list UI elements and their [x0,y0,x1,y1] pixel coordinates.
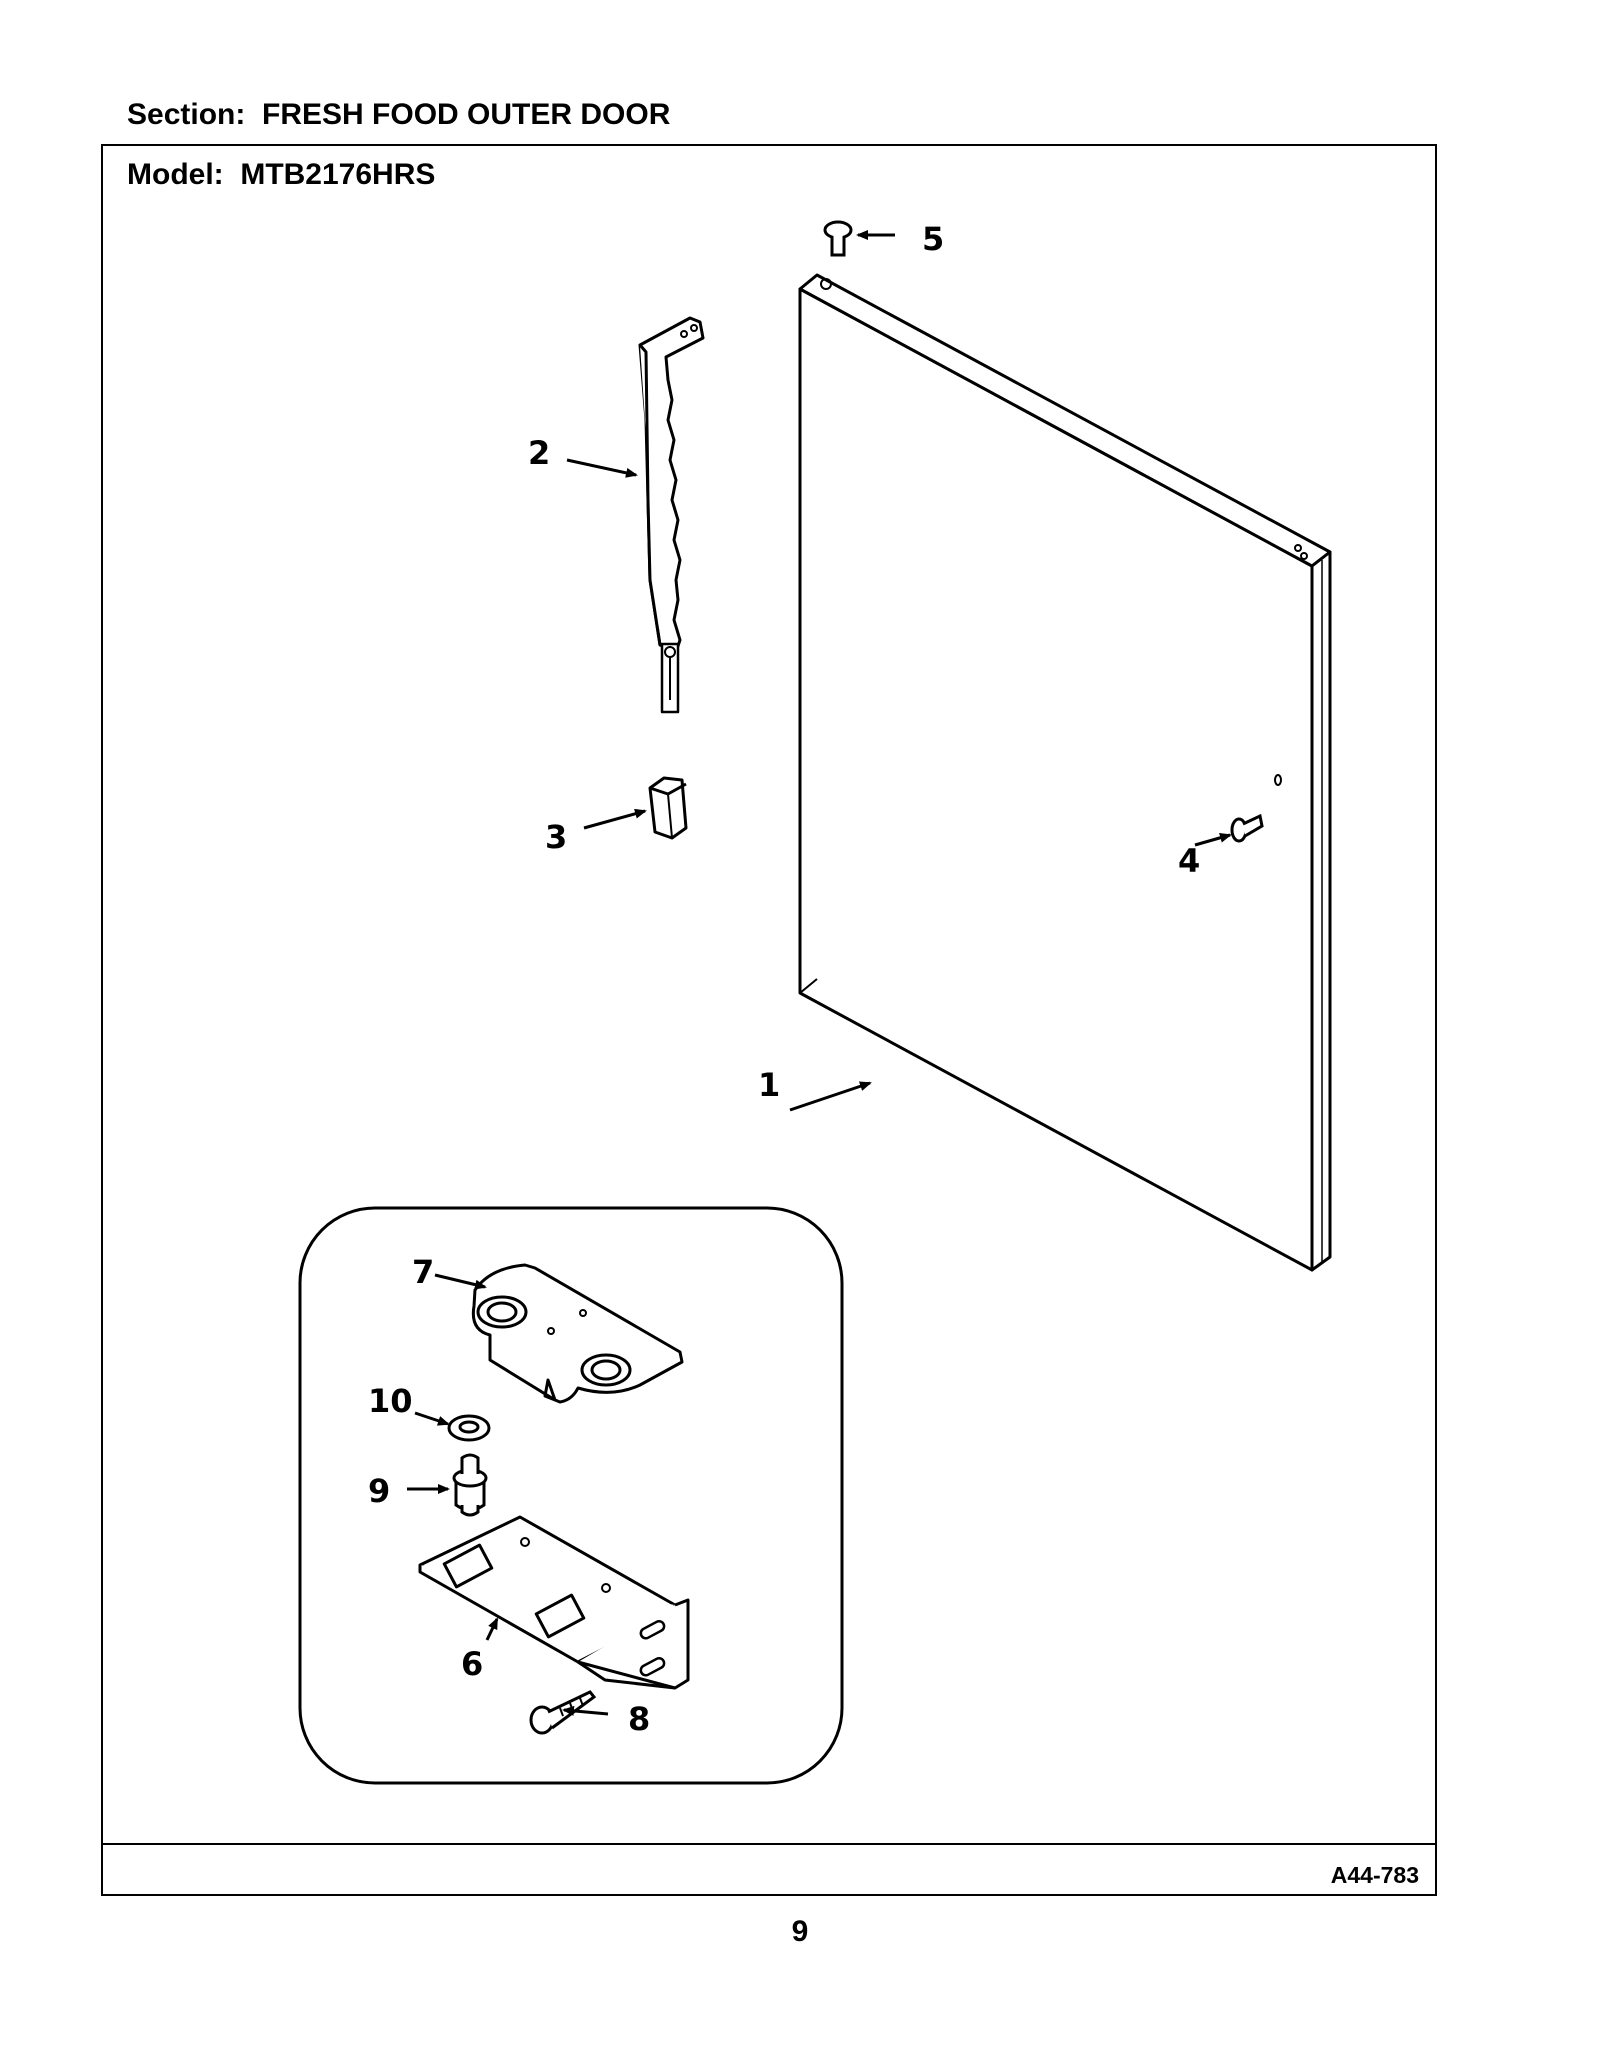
callout-7: 7 [412,1253,434,1291]
model-title: Model: MTB2176HRS [127,158,435,192]
hinge-pin-top [823,220,853,257]
callout-1: 1 [758,1066,780,1104]
hinge-top-plate [471,1263,684,1404]
model-number: MTB2176HRS [240,158,436,191]
section-title: Section: FRESH FOOD OUTER DOOR [127,98,670,132]
page-number: 9 [791,1915,809,1948]
model-label: Model: [127,158,224,191]
hinge-detail-inset [298,1206,844,1785]
door-handle [638,316,705,714]
callout-5: 5 [922,220,944,258]
section-name: FRESH FOOD OUTER DOOR [262,98,671,131]
handle-end-cap [648,776,688,840]
callout-10: 10 [368,1382,413,1420]
section-label: Section: [127,98,246,131]
footer-divider [101,1843,1437,1845]
drawing-reference-code: A44-783 [1330,1862,1419,1888]
callout-2: 2 [528,434,550,472]
callout-3: 3 [545,818,567,856]
hinge-bottom-bracket [418,1515,690,1690]
callout-4: 4 [1178,842,1200,880]
hinge-washer [447,1414,491,1442]
outer-door-panel [798,273,1332,1272]
diagram-frame [101,144,1437,1896]
door-stop-screw [1230,813,1264,843]
hinge-pin [452,1453,488,1517]
callout-9: 9 [368,1472,390,1510]
callout-arrows [407,230,1232,1716]
callout-8: 8 [628,1700,650,1738]
callout-6: 6 [461,1645,483,1683]
